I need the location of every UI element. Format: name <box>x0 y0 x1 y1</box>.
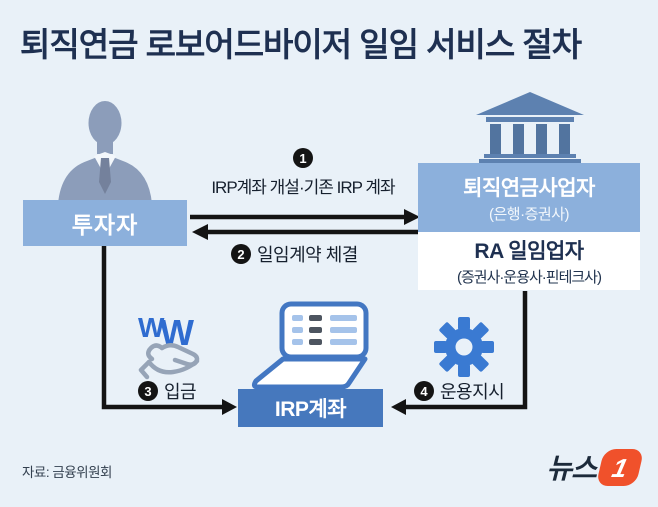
irp-account-label: IRP계좌 <box>274 398 347 421</box>
ra-provider-sublabel: (증권사·운용사·핀테크사) <box>457 269 602 286</box>
step2-label: 일임계약 체결 <box>257 245 358 265</box>
pension-provider-sublabel: (은행·증권사) <box>489 205 570 223</box>
step2-number-badge: 2 <box>231 244 251 264</box>
step2-label-group: 2 일임계약 체결 <box>231 241 358 267</box>
investor-person-icon <box>58 101 152 204</box>
step4-label: 운용지시 <box>440 382 505 402</box>
arrow-step1-right <box>190 209 420 225</box>
step3-number-badge: 3 <box>138 381 158 401</box>
page-title: 퇴직연금 로보어드바이저 일임 서비스 절차 <box>20 26 582 63</box>
tie <box>99 158 111 194</box>
step4-label-group: 4 운용지시 <box>414 378 505 404</box>
hand-won-deposit-icon: W W <box>138 312 200 380</box>
ra-provider-box: RA 일임업자 (증권사·운용사·핀테크사) <box>418 232 640 290</box>
gear-operation-icon <box>434 317 494 377</box>
step4-number-badge: 4 <box>414 381 434 401</box>
step1-label: IRP계좌 개설·기존 IRP 계좌 <box>211 178 395 197</box>
news1-logo: 뉴스 1 <box>546 449 645 486</box>
source-credit: 자료: 금융위원회 <box>22 465 112 480</box>
news1-logo-number-block: 1 <box>595 449 645 486</box>
investor-label: 투자자 <box>71 212 139 238</box>
news1-logo-number: 1 <box>609 452 631 483</box>
step1-number-badge: 1 <box>293 148 313 168</box>
bank-building-icon <box>476 92 584 164</box>
news1-logo-text: 뉴스 <box>546 453 597 484</box>
arrow-step2-left <box>192 224 418 240</box>
irp-account-box: IRP계좌 <box>238 389 383 427</box>
pension-provider-box: 퇴직연금사업자 (은행·증권사) <box>418 163 640 232</box>
arrow-step4-instruction <box>391 291 528 415</box>
investor-box: 투자자 <box>23 200 187 246</box>
ra-provider-label: RA 일임업자 <box>474 240 584 263</box>
step3-label: 입금 <box>164 382 197 402</box>
step3-label-group: 3 입금 <box>138 378 197 404</box>
svg-text:W: W <box>138 312 165 343</box>
laptop-screen-rows <box>292 315 357 345</box>
pension-provider-label: 퇴직연금사업자 <box>463 176 595 200</box>
step1-label-group: 1 IRP계좌 개설·기존 IRP 계좌 <box>188 148 418 198</box>
arrow-step3-deposit <box>101 246 237 415</box>
laptop-irp-icon <box>251 301 369 390</box>
